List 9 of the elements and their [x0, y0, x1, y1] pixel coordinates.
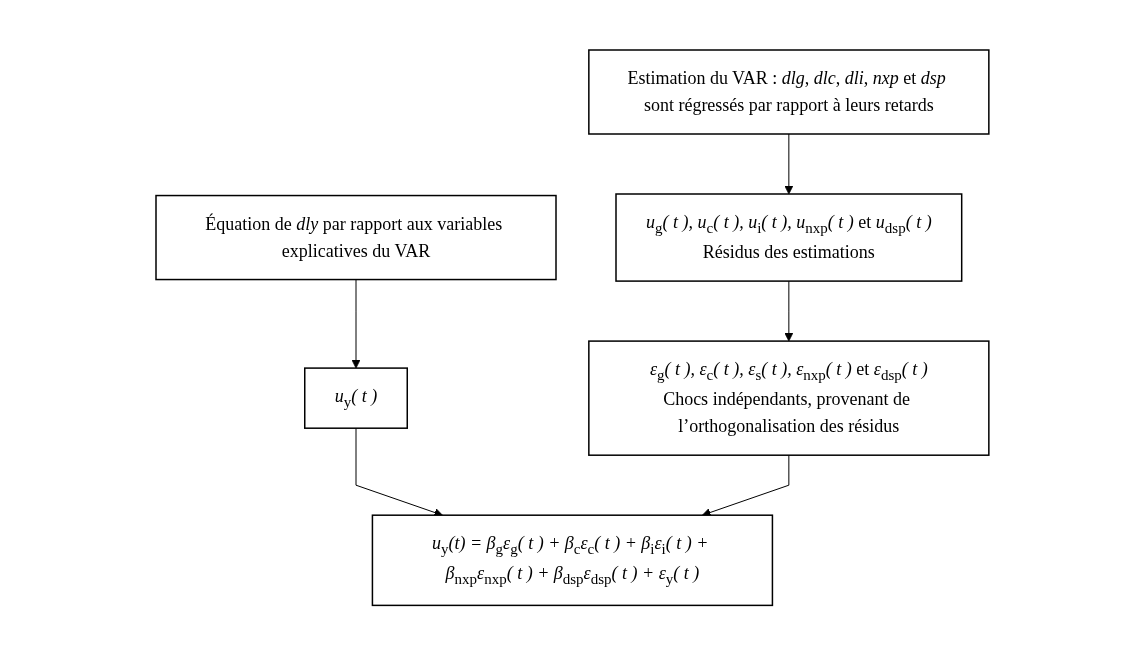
node-box: Estimation du VAR : dlg, dlc, dli, nxp et dsp sont régressés par rapport à leurs retards: [588, 49, 990, 136]
arrow: [784, 133, 794, 195]
arrow: [784, 280, 794, 342]
node-box: u$_{y}$( t ): [304, 367, 409, 430]
node-box: u$_{g}$( t ), u$_{c}$( t ), u$_{i}$( t ), u$_{nxp}$( t ) et u$_{dsp}$( t ) Résidus des estimations: [615, 193, 963, 283]
node-box: ε$_{g}$( t ), ε$_{c}$( t ), ε$_{s}$( t ), ε$_{nxp}$( t ) et ε$_{dsp}$( t ) Chocs indépendants, provenant de l’orthogonalisation des résidus: [588, 340, 990, 457]
arrow: [351, 279, 361, 369]
node-box: Équation de dly par rapport aux variables explicatives du VAR: [155, 195, 557, 281]
node-box: u$_{y}$(t) = β$_{g}$ε$_{g}$( t ) + β$_{c}$ε$_{c}$( t ) + β$_{i}$ε$_{i}$( t ) + β$_{nxp}$ε$_{nxp}$( t ) + β$_{dsp}$ε$_{dsp}$( t ) + ε$_{y}$( t ): [371, 514, 774, 607]
